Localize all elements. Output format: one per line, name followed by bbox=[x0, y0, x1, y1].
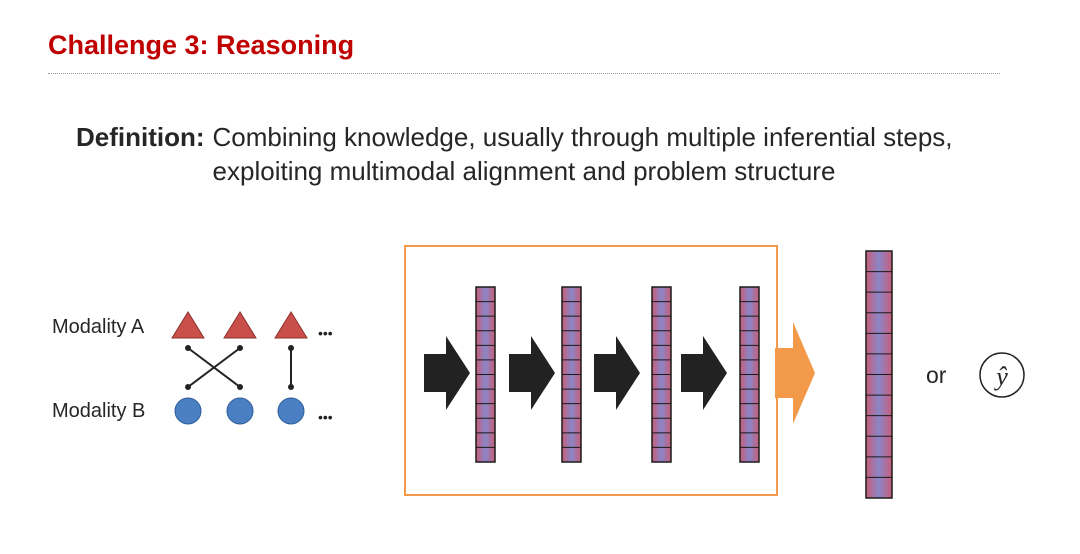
definition-line-2: exploiting multimodal alignment and prob… bbox=[212, 156, 836, 186]
orange-arrow-right-icon bbox=[775, 322, 815, 424]
definition-label: Definition: bbox=[76, 122, 205, 152]
title-divider bbox=[48, 73, 1000, 74]
or-label: or bbox=[926, 362, 947, 388]
modality-b-circle-icon bbox=[174, 397, 202, 425]
arrow-right-icon bbox=[681, 336, 727, 410]
arrow-right-icon bbox=[594, 336, 640, 410]
modality-a-triangle-icon bbox=[274, 311, 308, 339]
output-y-hat-icon bbox=[979, 352, 1025, 398]
output-symbol: ŷ bbox=[993, 362, 1008, 391]
definition-line-1: Combining knowledge, usually through mul… bbox=[212, 122, 953, 152]
hidden-vectors bbox=[475, 286, 760, 463]
modality-a-label: Modality A bbox=[52, 316, 145, 338]
modality-a-triangle-icon bbox=[223, 311, 257, 339]
modality-b-circle-icon bbox=[277, 397, 305, 425]
definition: Definition: Combining knowledge, usually… bbox=[76, 120, 1056, 188]
modality-b-circle-icon bbox=[226, 397, 254, 425]
modality-b-label: Modality B bbox=[52, 400, 146, 422]
slide-title: Challenge 3: Reasoning bbox=[48, 30, 355, 60]
output-vector bbox=[865, 250, 893, 499]
arrow-right-icon bbox=[509, 336, 555, 410]
modality-a-ellipsis: ••• bbox=[318, 325, 333, 341]
modality-a-triangle-icon bbox=[171, 311, 205, 339]
link-endpoints bbox=[185, 345, 294, 390]
definition-text: Combining knowledge, usually through mul… bbox=[213, 120, 953, 188]
arrow-right-icon bbox=[424, 336, 470, 410]
modality-b-ellipsis: ••• bbox=[318, 409, 333, 425]
alignment-links bbox=[187, 347, 292, 388]
